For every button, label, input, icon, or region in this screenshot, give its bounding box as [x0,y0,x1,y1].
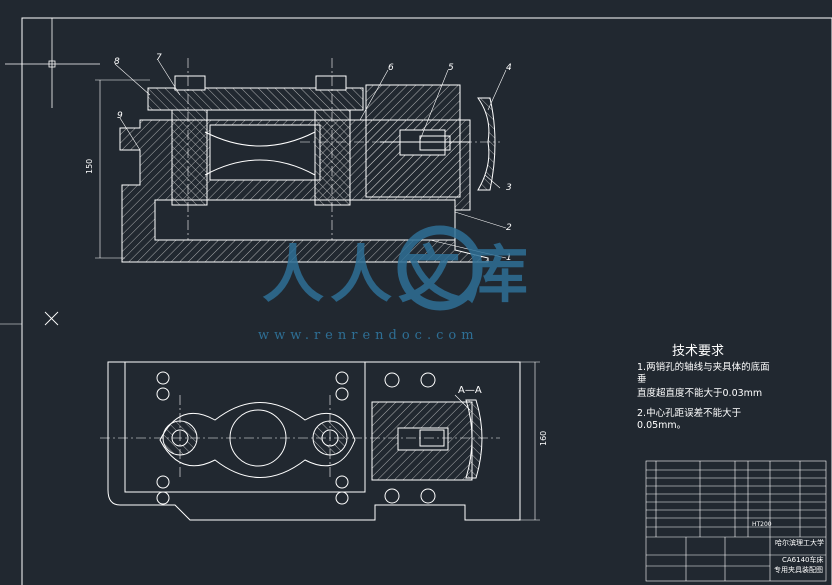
part-label: 6 [388,63,394,73]
watermark-brand: 人人文库 [262,238,534,311]
watermark-url: www.renrendoc.com [258,328,479,343]
part-label: 1 [506,253,512,263]
tech-requirements-list: 1.两销孔的轴线与夹具体的底面 垂 直度超直度不能大于0.03mm 2.中心孔距… [637,362,770,432]
part-label: 7 [156,53,162,63]
tech-requirement-item: 1.两销孔的轴线与夹具体的底面 [637,362,770,373]
part-label: 4 [506,63,512,73]
tech-requirements-title: 技术要求 [672,344,725,359]
part-label: 8 [114,57,120,67]
drawing-name-line2: 专用夹具装配图 [774,565,823,574]
tech-requirement-item: 2.中心孔距误差不能大于 [637,408,742,419]
tech-requirement-item: 垂 [637,374,647,385]
part-label: 2 [506,223,512,233]
part-label: 3 [506,183,512,193]
dimension-top-width: 160 [539,431,548,446]
x-mark-icon [44,311,59,326]
bom-material: HT200 [752,521,772,528]
part-label: 9 [117,111,123,121]
title-block-text: CA6140车床 专用夹具装配图 哈尔滨理工大学 HT200 [752,521,824,574]
part-label: 5 [448,63,454,73]
school-name: 哈尔滨理工大学 [775,538,824,547]
drawing-frame [0,17,832,585]
title-block [645,460,827,582]
part-number-labels: 8 7 9 6 5 4 3 2 1 [114,53,512,263]
top-view [100,361,540,521]
drawing-name-line1: CA6140车床 [782,555,824,564]
section-label: A—A [458,385,482,396]
tech-requirement-item: 直度超直度不能大于0.03mm [637,388,763,399]
front-view [95,58,507,263]
dimension-front-height: 150 [85,159,94,174]
tech-requirement-item: 0.05mm。 [637,420,687,431]
watermark-logo: 人人文库 [262,225,534,311]
crosshair-cursor-icon[interactable] [5,18,100,108]
